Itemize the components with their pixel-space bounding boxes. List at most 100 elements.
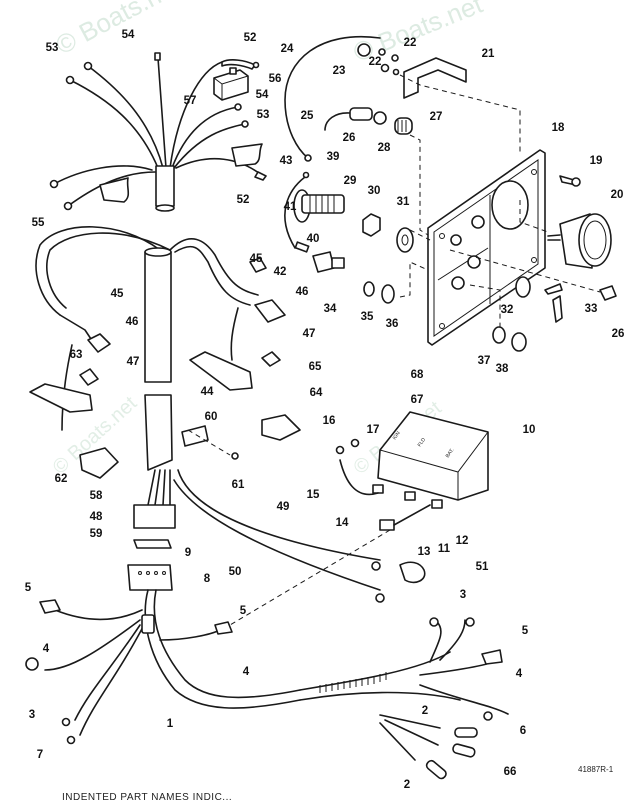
- lower-harness-1: [25, 589, 509, 780]
- battery-cables: [29, 226, 301, 479]
- wing-nut-45: [87, 333, 111, 353]
- washer-35: [363, 281, 375, 297]
- insulator-66: [452, 743, 476, 758]
- ring-terminal-53: [65, 75, 75, 85]
- ring-terminal-55: [49, 179, 59, 189]
- callout-label-35: 35: [361, 311, 374, 323]
- callout-label-12: 12: [456, 535, 469, 547]
- wire-tag: [99, 177, 130, 203]
- bullet-terminal-52: [254, 171, 267, 181]
- callout-label-18: 18: [552, 122, 565, 134]
- callout-label-47: 47: [303, 328, 316, 340]
- connector-housing-4: [214, 621, 233, 635]
- ring-terminal-3: [465, 617, 475, 627]
- bullet-connector-54: [154, 52, 161, 61]
- key-33: [544, 283, 563, 295]
- callout-label-8: 8: [204, 573, 211, 585]
- callout-label-16: 16: [323, 415, 336, 427]
- callout-label-56: 56: [269, 73, 282, 85]
- lamp-hardware: [324, 43, 413, 135]
- callout-label-3: 3: [29, 709, 35, 721]
- callout-label-24: 24: [281, 43, 294, 55]
- upper-wire-fan: [49, 52, 267, 212]
- callout-label-54: 54: [256, 89, 269, 101]
- callout-label-28: 28: [378, 142, 391, 154]
- harness-sleeve-44: [144, 251, 172, 383]
- callout-label-4: 4: [243, 666, 250, 678]
- terminal-label-fld: FLD: [417, 437, 428, 448]
- callout-label-43: 43: [280, 155, 293, 167]
- lens-27: [394, 117, 413, 135]
- switch-hole: [450, 234, 462, 246]
- lockwasher-22: [391, 54, 399, 62]
- switch-34: [312, 251, 335, 273]
- callout-label-51: 51: [476, 561, 489, 573]
- washer-36: [381, 284, 395, 304]
- lead-24-25: [284, 36, 381, 162]
- callout-label-66: 66: [504, 766, 517, 778]
- nut-22: [392, 68, 400, 76]
- callout-label-49: 49: [277, 501, 290, 513]
- lamp-socket-26: [349, 107, 373, 121]
- nut-23: [380, 63, 390, 73]
- callout-label-39: 39: [327, 151, 340, 163]
- drawing-number: 41887R-1: [578, 765, 614, 774]
- callout-label-27: 27: [430, 111, 443, 123]
- battery-terminal-64: [261, 414, 301, 441]
- wing-nut-63: [79, 368, 99, 386]
- relay-terminal: [229, 67, 237, 75]
- callout-label-3: 3: [460, 589, 466, 601]
- callout-label-46: 46: [296, 286, 309, 298]
- wing-nut-46: [254, 299, 286, 323]
- switch-hole: [467, 255, 481, 269]
- wire-lead-52: [221, 59, 256, 70]
- callout-label-36: 36: [386, 318, 399, 330]
- ring-terminal-53: [83, 61, 93, 71]
- key-33b: [552, 295, 563, 323]
- ring-terminal-3: [25, 657, 39, 671]
- callout-label-45: 45: [111, 288, 124, 300]
- callout-label-11: 11: [438, 543, 451, 555]
- switch-hole: [451, 276, 465, 290]
- callout-label-4: 4: [43, 643, 50, 655]
- callout-label-20: 20: [611, 189, 624, 201]
- callout-label-63: 63: [70, 349, 83, 361]
- callout-label-26: 26: [612, 328, 625, 340]
- callout-label-25: 25: [301, 110, 314, 122]
- callout-label-42: 42: [274, 266, 287, 278]
- nut-30: [362, 213, 381, 237]
- callout-label-14: 14: [336, 517, 349, 529]
- wing-nut-65: [261, 351, 281, 367]
- callout-label-61: 61: [232, 479, 245, 491]
- nut-37: [492, 326, 506, 344]
- callout-label-29: 29: [344, 175, 357, 187]
- grommet-23: [357, 43, 371, 57]
- callout-label-15: 15: [307, 489, 320, 501]
- ring-terminal-3: [429, 617, 439, 627]
- callout-label-5: 5: [25, 582, 32, 594]
- ring-terminal-7: [66, 735, 76, 745]
- callout-label-22: 22: [369, 56, 382, 68]
- callout-label-1: 1: [167, 718, 174, 730]
- connector-housing-4: [481, 649, 503, 665]
- callout-label-62: 62: [55, 473, 68, 485]
- watermark-top-left: © Boats.net: [51, 0, 186, 60]
- callout-label-23: 23: [333, 65, 346, 77]
- callout-label-17: 17: [367, 424, 380, 436]
- terminal-label-bat: BAT.: [445, 447, 456, 459]
- ring-terminal-52: [252, 61, 260, 69]
- callout-label-53: 53: [257, 109, 270, 121]
- callout-label-2: 2: [404, 779, 410, 791]
- callout-label-52: 52: [237, 194, 250, 206]
- callout-label-32: 32: [501, 304, 514, 316]
- cable-lug-63: [29, 383, 93, 413]
- ring-terminal-6: [483, 711, 493, 721]
- callout-label-58: 58: [90, 490, 103, 502]
- boot-38: [511, 332, 527, 352]
- wire-tag: [231, 143, 263, 167]
- callout-label-9: 9: [185, 547, 191, 559]
- harness-sleeve-upper: [155, 165, 175, 207]
- cable-lug-65: [189, 351, 253, 391]
